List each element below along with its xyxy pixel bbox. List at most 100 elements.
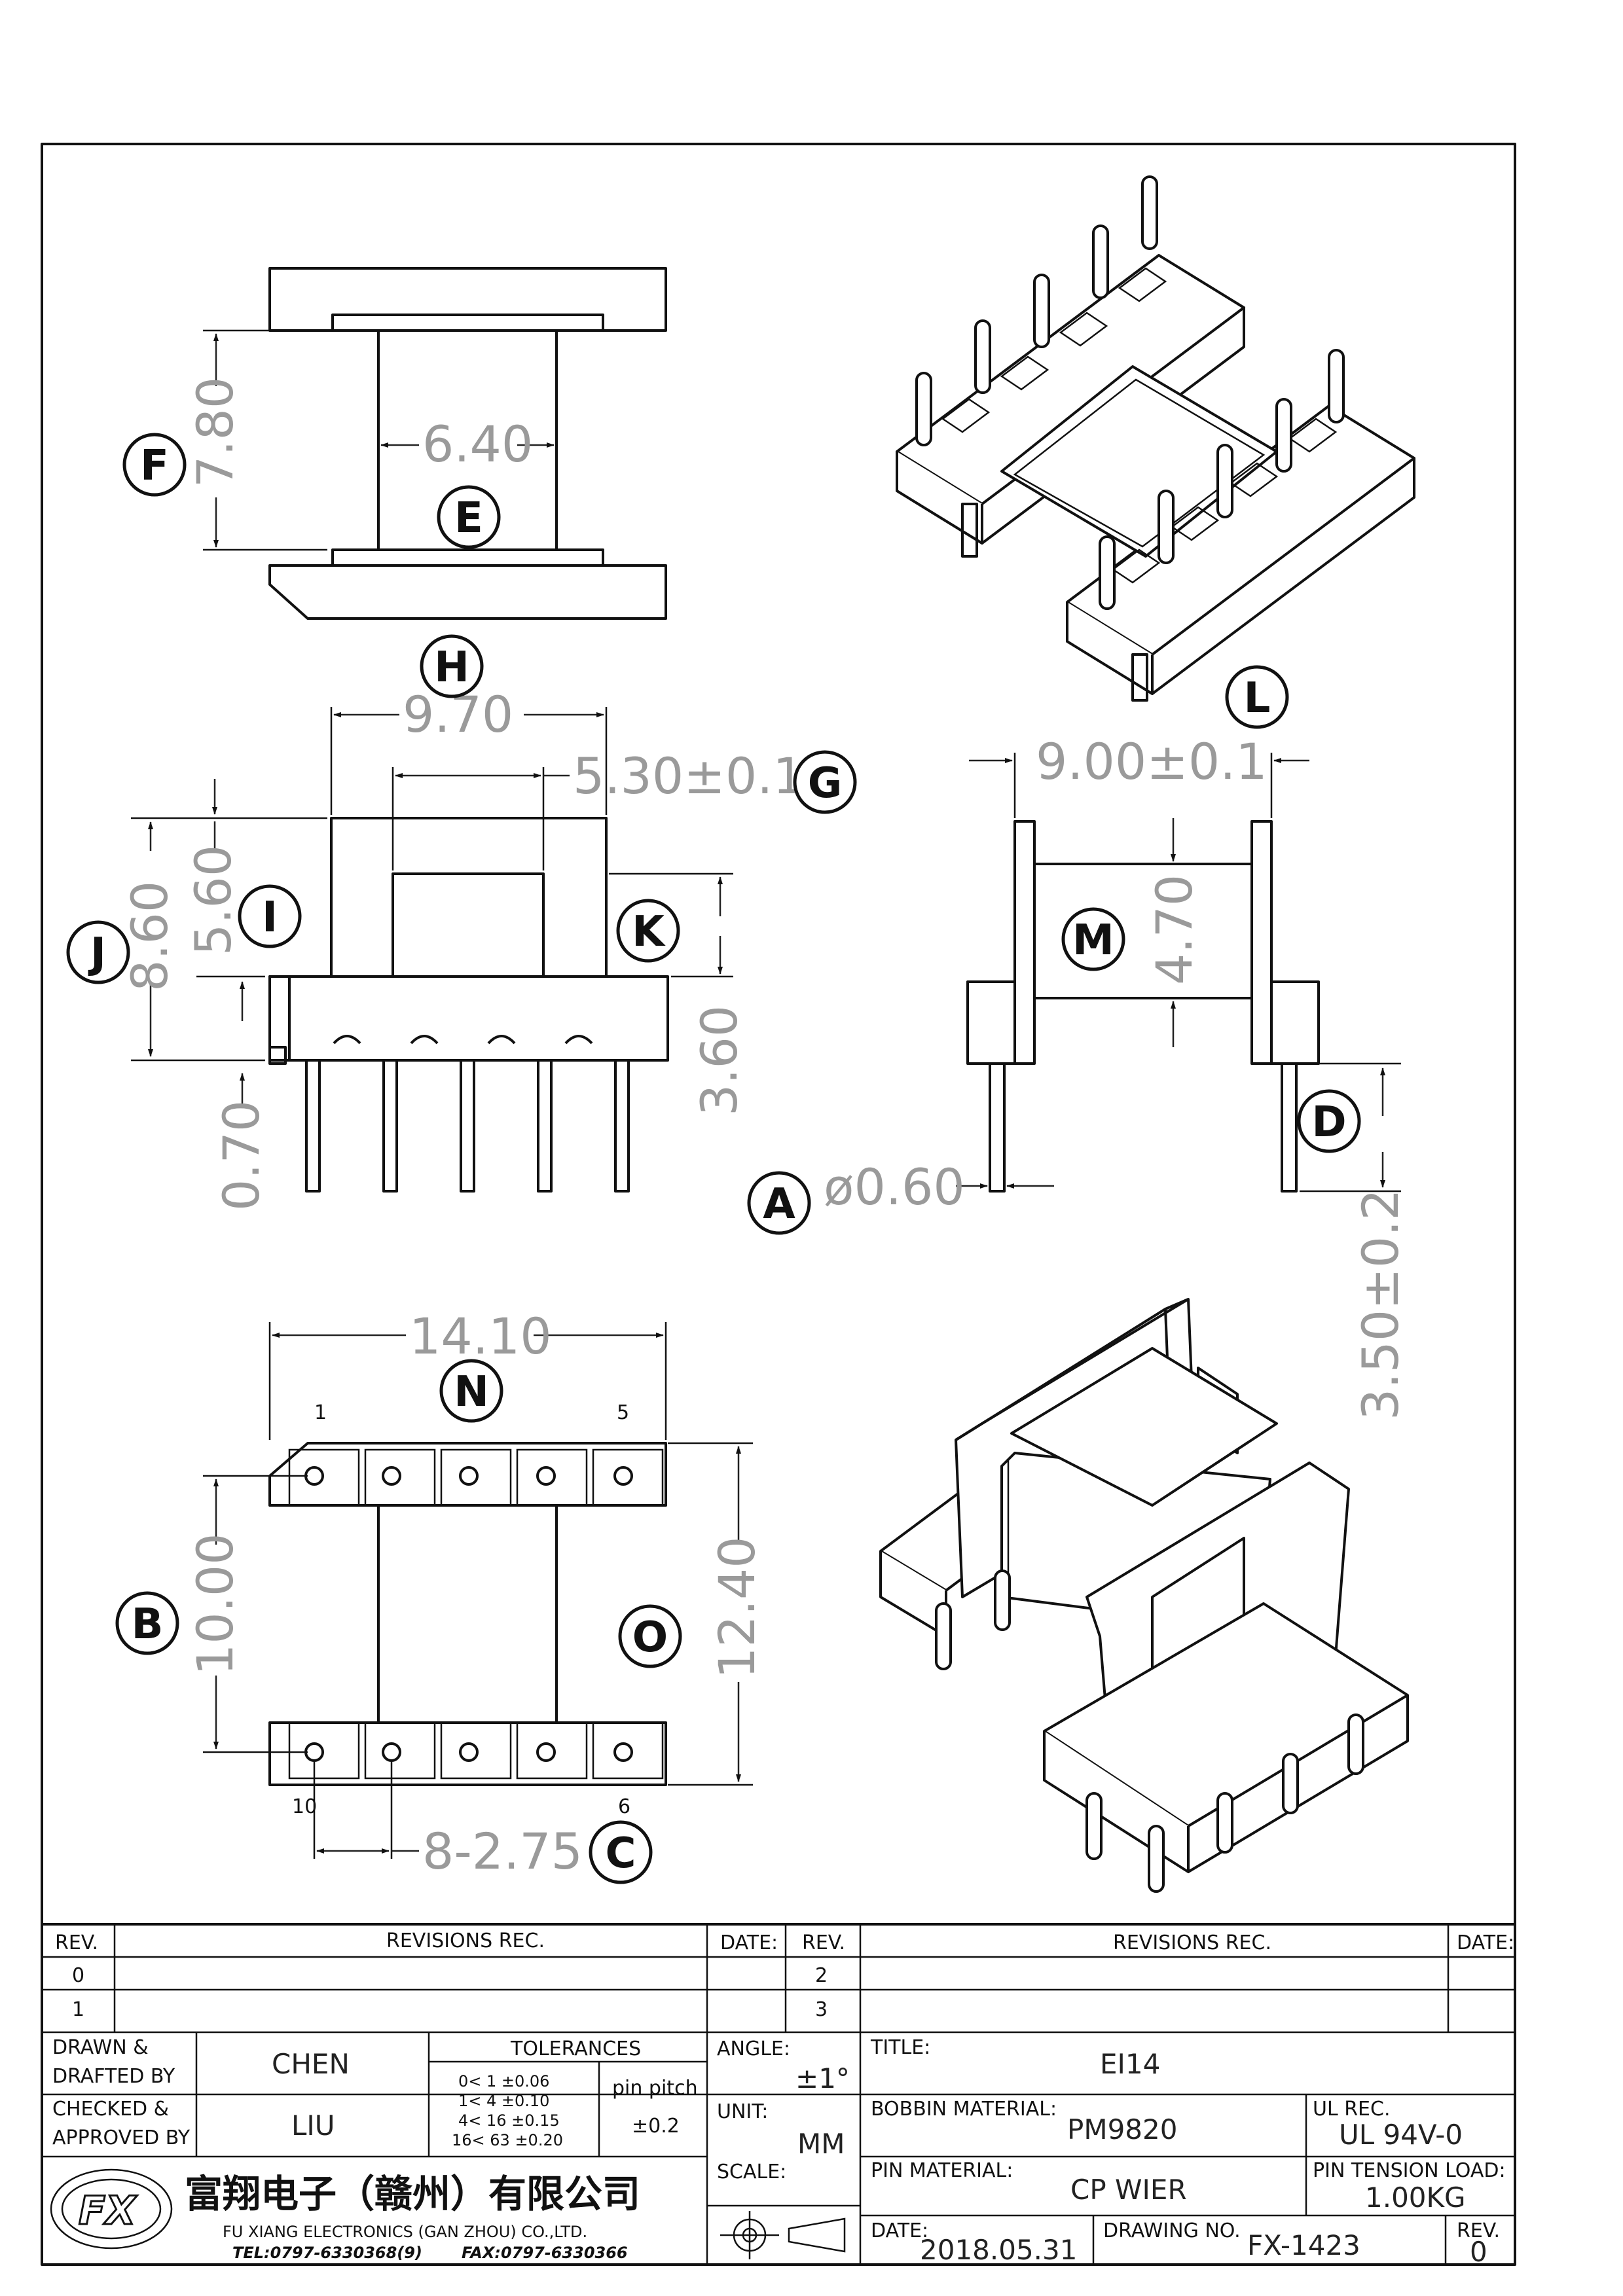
label-k: K [616, 899, 680, 963]
tb-company-en: FU XIANG ELECTRONICS (GAN ZHOU) CO.,LTD. [223, 2223, 587, 2241]
tb-rev-0: 0 [72, 1964, 84, 1987]
tb-unit-value: MM [797, 2128, 845, 2160]
dim-base-text: 0.70 [212, 1100, 270, 1211]
svg-text:E: E [454, 494, 483, 543]
svg-text:G: G [808, 759, 843, 808]
label-l: L [1225, 665, 1289, 729]
tb-drawing-no-label: DRAWING NO. [1103, 2219, 1241, 2242]
tb-rev-header-right: REV. [802, 1931, 845, 1954]
view-side: 9.00±0.1 4.70 ø0.60 3.50±0.2 [824, 732, 1410, 1420]
company-logo: FX [50, 2168, 173, 2250]
view-top: 6.40 7.80 [186, 267, 667, 620]
tb-drawn-label-1: DRAWN & [52, 2036, 149, 2059]
tb-angle-label: ANGLE: [717, 2037, 790, 2060]
sheet-border [41, 143, 1516, 2266]
tb-pin-pitch-label: pin pitch [612, 2077, 698, 2100]
dim-l-text: 9.00±0.1 [1036, 732, 1267, 791]
tb-date-label: DATE: [871, 2219, 928, 2242]
tb-fax: FAX:0797-6330366 [462, 2244, 628, 2262]
dim-d-text: 3.50±0.2 [1351, 1189, 1410, 1420]
dim-j-text: 8.60 [120, 881, 179, 992]
label-h: H [420, 634, 484, 698]
tb-drawing-no-value: FX-1423 [1247, 2229, 1360, 2261]
pin-number-10: 10 [292, 1795, 317, 1818]
pin-number-6: 6 [618, 1795, 630, 1818]
dim-c-text: 8-2.75 [422, 1822, 583, 1880]
label-j: J [66, 920, 130, 984]
tb-rev-3: 3 [815, 1998, 828, 2021]
view-front: 9.70 5.30±0.1 8.60 5.60 0.70 3.60 [120, 685, 805, 1211]
tb-company-cn: 富翔电子（赣州）有限公司 [185, 2172, 640, 2216]
svg-text:L: L [1244, 674, 1271, 723]
label-d: D [1297, 1089, 1361, 1153]
svg-text:B: B [132, 1600, 164, 1649]
svg-text:I: I [262, 893, 278, 942]
tb-rev-label: REV. [1457, 2219, 1500, 2242]
tb-rev-1: 1 [72, 1998, 84, 2021]
tb-ul-rec-value: UL 94V-0 [1339, 2119, 1463, 2151]
svg-text:M: M [1072, 916, 1114, 965]
tb-checked-label-2: APPROVED BY [52, 2126, 191, 2149]
title-block: REV. REVISIONS REC. DATE: REV. REVISIONS… [42, 1923, 1515, 2268]
tb-title-label: TITLE: [870, 2036, 930, 2059]
callout-labels: F E H G I J K L M D A N B O C [66, 433, 1361, 1884]
projection-symbol-icon [720, 2211, 846, 2259]
tb-tol-row-2: 4< 16 ±0.15 [458, 2111, 560, 2130]
tb-bobbin-material-value: PM9820 [1067, 2113, 1177, 2145]
tb-pin-material-label: PIN MATERIAL: [871, 2159, 1013, 2182]
svg-text:A: A [763, 1180, 795, 1229]
tb-tol-row-3: 16< 63 ±0.20 [452, 2131, 563, 2149]
tb-checked-label-1: CHECKED & [52, 2098, 169, 2121]
dim-a-text: ø0.60 [824, 1158, 965, 1216]
tb-checked-by: LIU [291, 2109, 335, 2142]
svg-text:H: H [434, 643, 469, 692]
svg-text:F: F [140, 442, 169, 490]
label-g: G [793, 750, 857, 814]
dim-o-text: 12.40 [708, 1536, 766, 1679]
dim-k-text: 3.60 [690, 1005, 748, 1116]
dim-f-text: 7.80 [186, 377, 244, 488]
tb-tol-row-0: 0< 1 ±0.06 [458, 2072, 549, 2090]
label-i: I [238, 884, 302, 948]
tb-drawn-by: CHEN [272, 2048, 350, 2080]
dim-i-text: 5.60 [184, 845, 242, 956]
tb-scale-label: SCALE: [717, 2161, 786, 2183]
dim-b-text: 10.00 [186, 1533, 244, 1676]
tb-pin-pitch-value: ±0.2 [632, 2115, 680, 2138]
tb-ul-rec-label: UL REC. [1313, 2098, 1391, 2121]
tb-rev-2: 2 [815, 1964, 828, 1987]
isometric-top-view [896, 175, 1415, 702]
label-b: B [115, 1591, 179, 1655]
tb-drawn-label-2: DRAFTED BY [52, 2065, 175, 2088]
svg-text:C: C [606, 1829, 636, 1878]
label-o: O [618, 1604, 682, 1668]
tb-date-value: 2018.05.31 [920, 2234, 1077, 2266]
label-c: C [589, 1820, 653, 1884]
label-n: N [439, 1359, 503, 1423]
tb-title-value: EI14 [1100, 2048, 1160, 2080]
tb-rev-value: 0 [1470, 2236, 1487, 2268]
view-bottom: 1 5 10 6 14.10 10.00 12.40 8-2.75 [186, 1307, 766, 1880]
tb-angle-value: ±1° [795, 2062, 850, 2094]
label-a: A [747, 1171, 811, 1235]
svg-text:O: O [632, 1613, 668, 1662]
tb-pin-tension-label: PIN TENSION LOAD: [1313, 2159, 1506, 2182]
tb-tolerances-title: TOLERANCES [510, 2037, 641, 2060]
isometric-bottom-view [879, 1298, 1409, 1893]
dim-n-text: 14.10 [409, 1307, 552, 1365]
label-m: M [1061, 907, 1125, 971]
tb-revisions-header-right: REVISIONS REC. [1113, 1931, 1271, 1954]
tb-bobbin-material-label: BOBBIN MATERIAL: [871, 2098, 1057, 2121]
svg-text:D: D [1311, 1098, 1346, 1147]
svg-text:J: J [88, 929, 106, 978]
svg-text:N: N [454, 1368, 489, 1416]
pin-number-1: 1 [314, 1401, 327, 1424]
tb-unit-label: UNIT: [717, 2100, 768, 2123]
tb-date-header-right: DATE: [1457, 1931, 1514, 1954]
pin-number-5: 5 [617, 1401, 629, 1424]
label-f: F [122, 433, 187, 497]
dim-g-text: 5.30±0.1 [573, 747, 805, 805]
tb-date-header-left: DATE: [720, 1931, 778, 1954]
dim-e-text: 6.40 [422, 415, 533, 473]
